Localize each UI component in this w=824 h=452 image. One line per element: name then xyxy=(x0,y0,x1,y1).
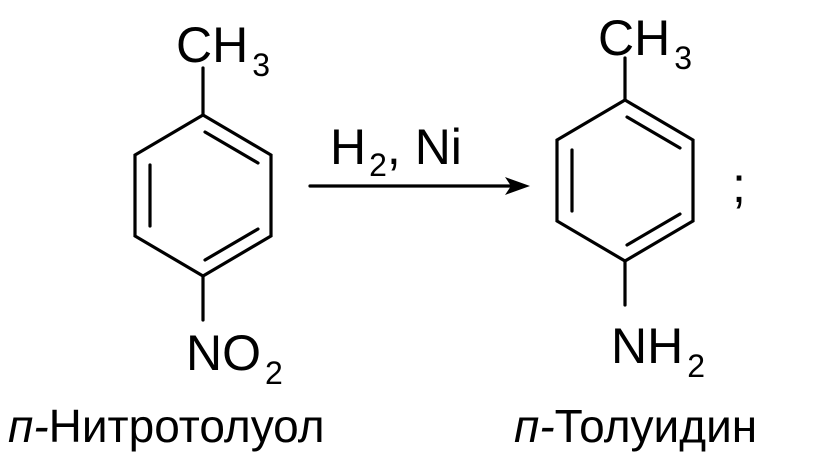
reactant-double-bond xyxy=(203,130,260,165)
reactant-benzene-ring xyxy=(133,113,273,278)
product-name: п-Толуидин xyxy=(514,400,757,452)
reagent-label: H2, Ni xyxy=(330,119,462,183)
product-double-bond xyxy=(625,115,682,150)
reaction-arrow: H2, Ni xyxy=(308,119,530,195)
arrow-head xyxy=(505,177,530,195)
product-double-bond xyxy=(625,212,682,247)
reactant-name: п-Нитротолуол xyxy=(8,400,325,452)
reactant-double-bond xyxy=(203,227,260,262)
separator-semicolon: ; xyxy=(732,157,746,213)
product-benzene-ring xyxy=(555,98,695,263)
